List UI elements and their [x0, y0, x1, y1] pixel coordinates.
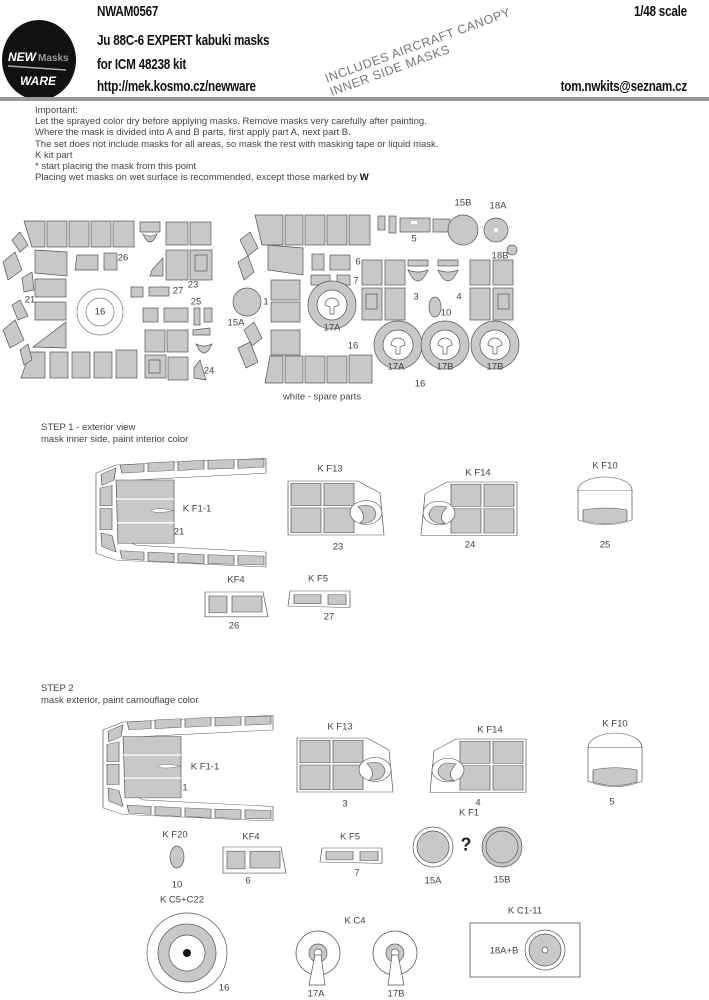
- part-number: 10: [440, 307, 452, 319]
- part-number: 17A: [307, 988, 325, 1000]
- new-ware-logo: NEW Masks WARE: [2, 20, 76, 100]
- note-line: Placing wet masks on wet surface is reco…: [35, 172, 438, 183]
- part-number: 7: [354, 867, 360, 879]
- part-number: 25: [190, 296, 202, 308]
- step1-artwork: [95, 457, 633, 618]
- kit-part-label: K F1-1: [182, 503, 212, 515]
- kit-part-label: K F10: [602, 718, 628, 730]
- part-number: 26: [117, 252, 129, 264]
- kit-part-label: K C5+C22: [159, 894, 205, 906]
- part-number: 15B: [493, 874, 511, 886]
- note-line: K kit part: [35, 149, 73, 161]
- kit-part-label: K F13: [327, 721, 353, 733]
- part-number: 17B: [486, 361, 504, 373]
- note-line: The set does not include masks for all a…: [35, 138, 439, 150]
- website-link[interactable]: http://mek.kosmo.cz/newware: [97, 78, 256, 95]
- kit-part-label: K F20: [162, 829, 188, 841]
- part-number: 24: [203, 365, 215, 377]
- kit-part-label: K F1: [458, 807, 480, 819]
- part-number: 23: [187, 279, 199, 291]
- step2-artwork: [102, 714, 643, 994]
- kit-reference: for ICM 48238 kit: [97, 56, 187, 73]
- kit-part-label: K F14: [465, 467, 491, 479]
- part-number: 15B: [454, 197, 472, 209]
- note-text: Placing wet masks on wet surface is reco…: [35, 172, 358, 184]
- svg-text:NEW: NEW: [8, 50, 38, 64]
- kit-part-label: K C4: [344, 915, 366, 927]
- part-number: 24: [464, 539, 476, 551]
- product-code: NWAM0567: [97, 3, 159, 20]
- part-number: 4: [475, 797, 481, 809]
- part-number: 18A+B: [489, 945, 519, 957]
- part-number: 10: [171, 879, 183, 891]
- step1-heading: STEP 1 - exterior view mask inner side, …: [41, 422, 188, 446]
- note-line: Where the mask is divided into A and B p…: [35, 127, 351, 139]
- part-number: 26: [228, 620, 240, 632]
- note-line: * start placing the mask from this point: [35, 161, 197, 173]
- kit-part-label: K F1-1: [190, 761, 220, 773]
- part-number: 15A: [424, 875, 442, 887]
- part-number: 5: [609, 796, 615, 808]
- part-number: 16: [414, 378, 426, 390]
- header-rule: [0, 97, 709, 101]
- question-mark: ?: [460, 834, 472, 855]
- step1-subtitle: mask inner side, paint interior color: [41, 434, 189, 445]
- w-mark: W: [359, 172, 369, 184]
- part-number: 25: [599, 539, 611, 551]
- kit-part-label: K C1-11: [507, 905, 543, 917]
- kit-part-label: K F5: [307, 573, 329, 585]
- kit-part-label: K F13: [317, 463, 343, 475]
- part-number: 23: [332, 541, 344, 553]
- part-number: 1: [182, 782, 188, 794]
- mask-sheet-left: [2, 220, 213, 381]
- step2-subtitle: mask exterior, paint camouflage color: [41, 695, 199, 706]
- kit-part-label: KF4: [242, 831, 260, 843]
- product-title: Ju 88C-6 EXPERT kabuki masks: [97, 32, 270, 49]
- kit-part-label: K F14: [477, 724, 503, 736]
- part-number: 1: [263, 296, 269, 308]
- part-number: 21: [24, 294, 36, 306]
- part-number: 4: [456, 291, 462, 303]
- part-number: 16: [218, 982, 230, 994]
- email-link[interactable]: tom.nwkits@seznam.cz: [560, 78, 688, 95]
- part-number: 17A: [387, 361, 405, 373]
- part-number: 17B: [387, 988, 405, 1000]
- svg-text:WARE: WARE: [20, 74, 57, 88]
- mask-sheet-right: [232, 214, 520, 384]
- part-number: 3: [342, 798, 348, 810]
- part-number: 6: [245, 875, 251, 887]
- part-number: 6: [355, 256, 361, 268]
- svg-text:Masks: Masks: [38, 53, 69, 64]
- part-number: 3: [413, 291, 419, 303]
- part-number: 16: [347, 340, 359, 352]
- part-number: 27: [172, 285, 184, 297]
- part-number: 17A: [323, 322, 341, 334]
- step1-title: STEP 1 - exterior view: [41, 422, 136, 433]
- important-notes: Important: Let the sprayed color dry bef…: [35, 105, 438, 183]
- step2-heading: STEP 2 mask exterior, paint camouflage c…: [41, 683, 198, 707]
- part-number: 21: [173, 526, 185, 538]
- kit-part-label: KF4: [227, 574, 245, 586]
- important-heading: Important:: [35, 105, 78, 116]
- part-number: 7: [353, 275, 359, 287]
- scale-label: 1/48 scale: [634, 3, 687, 20]
- part-number: 16: [94, 306, 106, 318]
- part-number: 27: [323, 611, 335, 623]
- spare-parts-legend: white - spare parts: [282, 391, 362, 403]
- part-number: 17B: [436, 361, 454, 373]
- kit-part-label: K F5: [339, 831, 361, 843]
- part-number: 15A: [227, 317, 245, 329]
- kit-part-label: K F10: [592, 460, 618, 472]
- step2-title: STEP 2: [41, 683, 74, 694]
- part-number: 18A: [489, 200, 507, 212]
- part-number: 5: [411, 233, 417, 245]
- note-line: Let the sprayed color dry before applyin…: [35, 116, 427, 128]
- part-number: 18B: [491, 250, 509, 262]
